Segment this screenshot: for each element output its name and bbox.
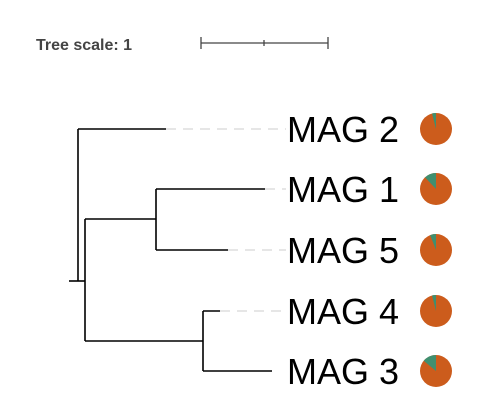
pie-mag2 xyxy=(420,113,452,145)
pie-slice-accent xyxy=(432,113,436,129)
pie-charts xyxy=(420,113,452,387)
tree-branches xyxy=(69,128,272,372)
pie-mag1 xyxy=(420,173,452,205)
leaf-label-mag5: MAG 5 xyxy=(287,230,399,271)
leaf-label-mag2: MAG 2 xyxy=(287,109,399,150)
tree-scale-bar xyxy=(200,37,329,49)
dashed-guides xyxy=(166,128,286,312)
pie-slice-accent xyxy=(430,234,436,250)
leaf-label-mag3: MAG 3 xyxy=(287,351,399,392)
pie-mag5 xyxy=(420,234,452,266)
pie-slice-accent xyxy=(423,355,436,371)
pie-mag4 xyxy=(420,295,452,327)
tree-scale-label: Tree scale: 1 xyxy=(36,37,132,54)
leaf-label-mag4: MAG 4 xyxy=(287,291,399,332)
leaf-label-mag1: MAG 1 xyxy=(287,169,399,210)
pie-mag3 xyxy=(420,355,452,387)
pie-slice-accent xyxy=(425,173,436,189)
pie-slice-accent xyxy=(432,295,436,311)
